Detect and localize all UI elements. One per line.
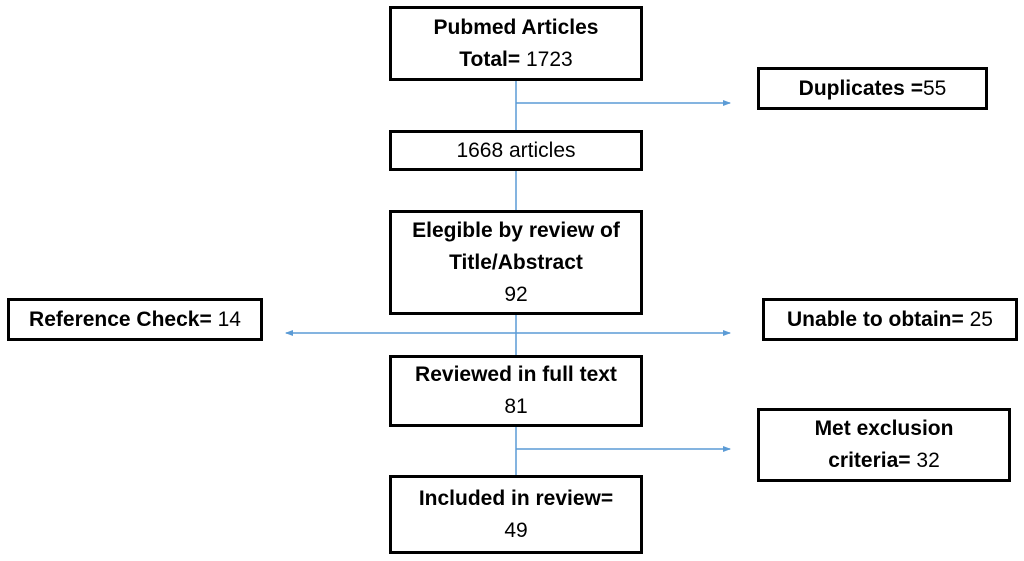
node-1668-articles: 1668 articles <box>389 130 643 171</box>
pubmed-total-label: Total= <box>459 47 521 71</box>
node-reviewed-full-text: Reviewed in full text 81 <box>389 355 643 427</box>
node-included-in-review: Included in review= 49 <box>389 475 643 554</box>
unable-text: Unable to obtain= 25 <box>787 304 993 336</box>
node-pubmed-articles: Pubmed Articles Total= 1723 <box>389 6 643 81</box>
included-label: Included in review= <box>418 486 614 510</box>
exclusion-line1: Met exclusion <box>814 417 954 440</box>
reference-value: 14 <box>217 307 241 331</box>
node-pubmed-title: Pubmed Articles <box>433 15 599 39</box>
unable-value: 25 <box>969 307 993 331</box>
exclusion-line2: criteria= 32 <box>828 445 940 477</box>
node-eligible: Elegible by review of Title/Abstract 92 <box>389 210 643 315</box>
reference-label: Reference Check= <box>29 307 212 331</box>
node-duplicates: Duplicates =55 <box>757 67 988 110</box>
pubmed-total-value: 1723 <box>526 47 573 71</box>
node-pubmed-total: Total= 1723 <box>459 44 572 76</box>
reviewed-label: Reviewed in full text <box>415 363 617 386</box>
eligible-value: 92 <box>504 282 528 306</box>
included-value: 49 <box>504 518 528 542</box>
unable-label: Unable to obtain= <box>787 307 964 331</box>
node-unable-to-obtain: Unable to obtain= 25 <box>762 298 1018 341</box>
exclusion-label: criteria= <box>828 449 911 472</box>
duplicates-label: Duplicates = <box>798 76 923 100</box>
reviewed-value: 81 <box>504 395 528 418</box>
duplicates-value: 55 <box>922 76 947 100</box>
duplicates-text: Duplicates =55 <box>799 73 947 105</box>
reference-text: Reference Check= 14 <box>29 304 241 336</box>
node-reference-check: Reference Check= 14 <box>7 298 263 341</box>
articles-text: 1668 articles <box>456 138 576 162</box>
eligible-line1: Elegible by review of <box>412 218 620 242</box>
exclusion-value: 32 <box>916 449 940 472</box>
node-met-exclusion: Met exclusion criteria= 32 <box>757 408 1011 482</box>
eligible-line2: Title/Abstract <box>449 250 583 274</box>
